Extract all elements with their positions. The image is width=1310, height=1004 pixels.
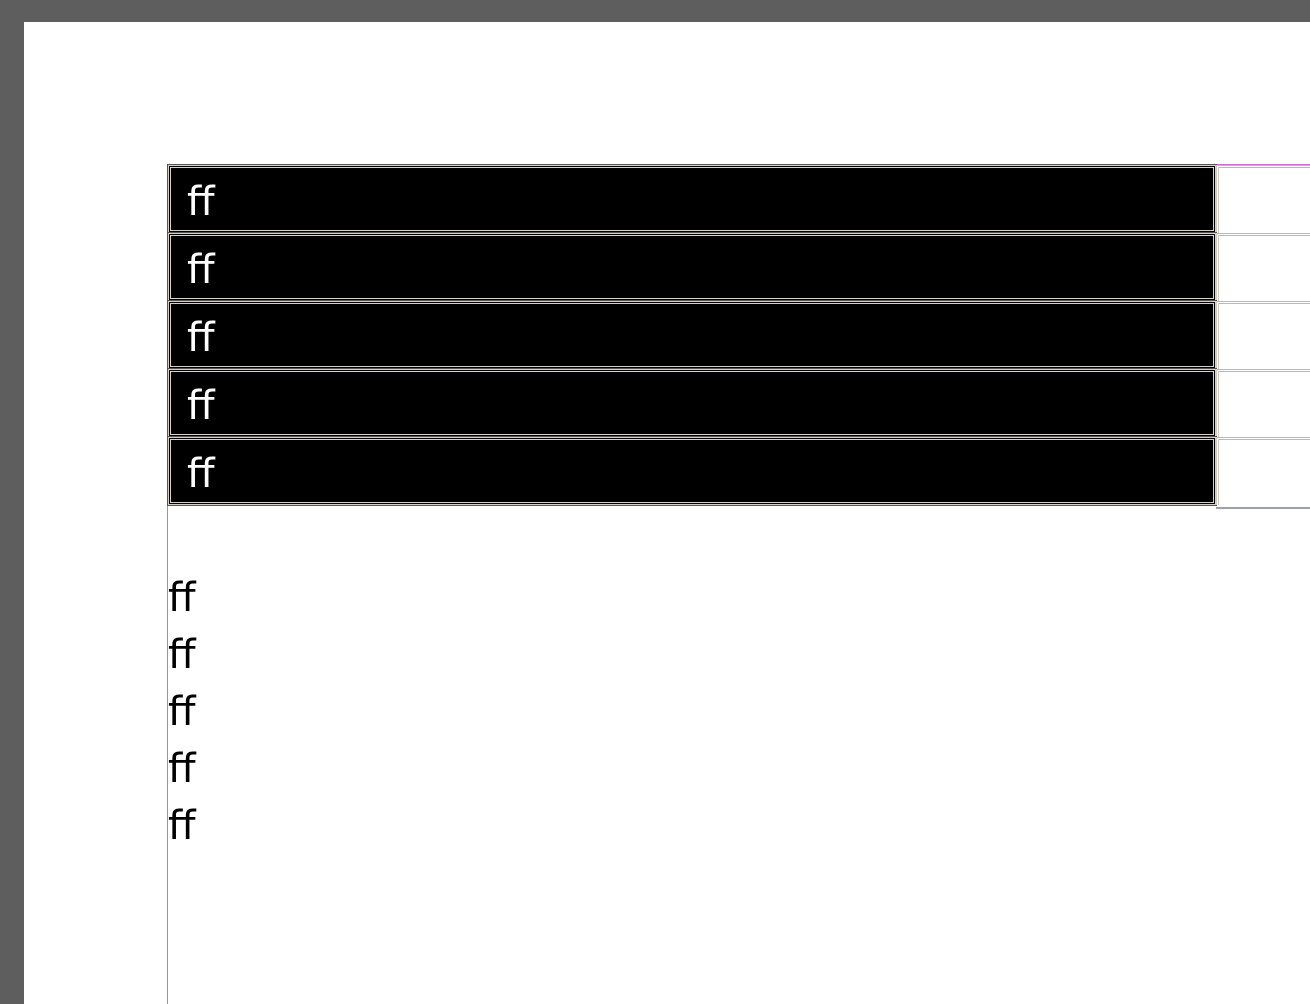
- text-line: ff: [168, 803, 196, 849]
- table-cell-text: ff: [187, 383, 215, 429]
- text-line: ff: [168, 632, 196, 678]
- table-cell-text: ff: [187, 179, 215, 225]
- table[interactable]: ff ff ff ff: [167, 164, 1310, 511]
- table-cell-empty[interactable]: [1216, 233, 1310, 301]
- table-row[interactable]: ff: [167, 232, 1310, 302]
- table-cell-filled[interactable]: ff: [167, 164, 1217, 234]
- text-line: ff: [168, 575, 196, 621]
- table-cell-empty[interactable]: [1216, 369, 1310, 437]
- table-row[interactable]: ff: [167, 164, 1310, 234]
- table-cell-empty[interactable]: [1216, 165, 1310, 233]
- text-line: ff: [168, 689, 196, 735]
- table-row[interactable]: ff: [167, 368, 1310, 438]
- margin-guide-left: [167, 164, 168, 1004]
- table-cell-filled[interactable]: ff: [167, 232, 1217, 302]
- text-line: ff: [168, 746, 196, 792]
- table-row[interactable]: ff: [167, 436, 1310, 506]
- table-row[interactable]: ff: [167, 300, 1310, 370]
- table-cell-filled[interactable]: ff: [167, 436, 1217, 506]
- table-cell-text: ff: [187, 315, 215, 361]
- table-cell-text: ff: [187, 451, 215, 497]
- table-bottom-border: [1216, 507, 1310, 509]
- margin-guide-top: [167, 164, 1310, 165]
- table-cell-filled[interactable]: ff: [167, 300, 1217, 370]
- table-cell-empty[interactable]: [1216, 301, 1310, 369]
- table-cell-empty[interactable]: [1216, 437, 1310, 505]
- text-frame[interactable]: ff ff ff ff ff: [168, 570, 196, 855]
- document-page[interactable]: ff ff ff ff: [24, 22, 1310, 1004]
- table-cell-text: ff: [187, 247, 215, 293]
- table-cell-filled[interactable]: ff: [167, 368, 1217, 438]
